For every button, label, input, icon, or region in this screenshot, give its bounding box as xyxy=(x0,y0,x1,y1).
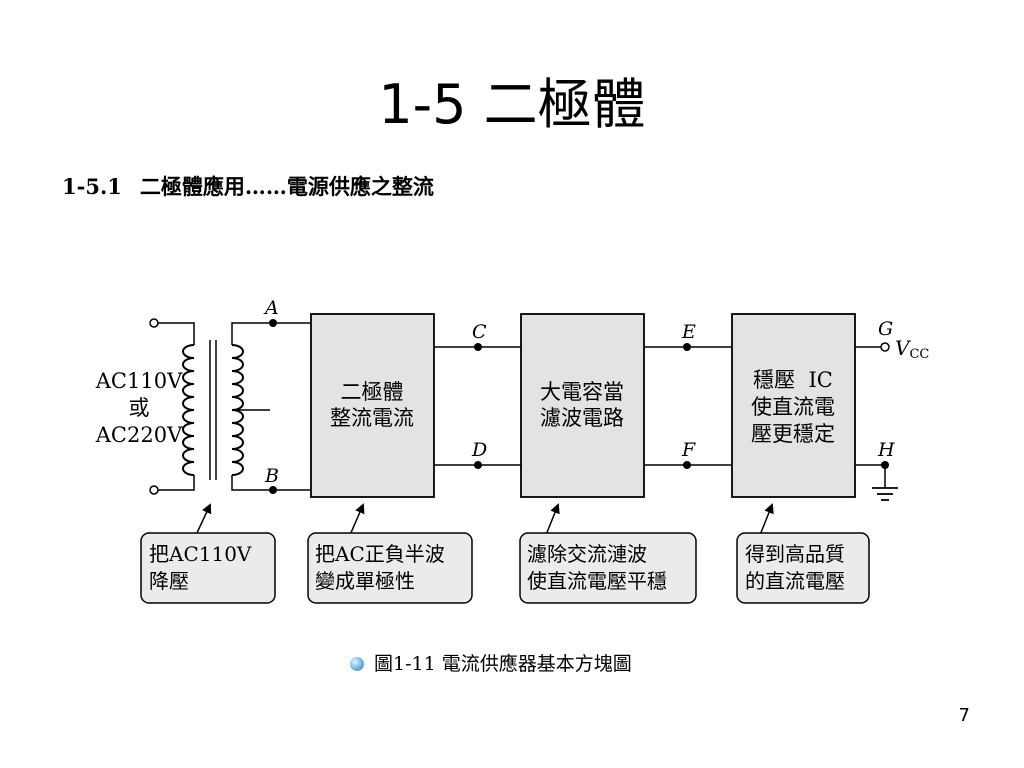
note-rectifier-line-2: 變成單極性 xyxy=(315,569,415,593)
primary-coil xyxy=(182,344,195,476)
node-e-label: E xyxy=(681,321,696,343)
input-voltage-label-2: 或 xyxy=(129,396,150,420)
note-rectifier-line-1: 把AC正負半波 xyxy=(315,542,445,566)
node-g-terminal xyxy=(880,342,890,352)
input-terminal-top xyxy=(149,318,159,328)
node-f-label: F xyxy=(681,439,696,461)
arrow-filter xyxy=(545,503,560,536)
bullet-icon xyxy=(350,657,364,671)
input-terminal-bottom xyxy=(149,485,159,495)
slide-title: 1-5 二極體 xyxy=(378,73,646,136)
vcc-label: VCC xyxy=(895,336,929,362)
primary-lead-top xyxy=(158,322,195,345)
node-e-dot xyxy=(683,343,691,351)
node-a-dot xyxy=(269,319,277,327)
node-b-dot xyxy=(269,486,277,494)
regulator-block-line-1: 穩壓 IC xyxy=(753,368,833,392)
note-transformer-line-2: 降壓 xyxy=(149,569,189,593)
figure-caption-text: 圖1-11 電流供應器基本方塊圖 xyxy=(374,653,632,675)
node-h-label: H xyxy=(877,439,895,461)
note-transformer-line-1: 把AC110V xyxy=(149,542,252,566)
figure-caption: 圖1-11 電流供應器基本方塊圖 xyxy=(350,650,632,678)
note-regulator-line-2: 的直流電壓 xyxy=(745,569,845,593)
filter-block xyxy=(520,313,645,498)
filter-block-line-1: 大電容當 xyxy=(540,380,624,404)
secondary-lead-bottom xyxy=(231,475,311,491)
filter-block-line-2: 濾波電路 xyxy=(540,406,624,430)
node-a-label: A xyxy=(263,297,279,319)
node-c-label: C xyxy=(472,321,487,343)
page-number: 7 xyxy=(958,705,970,726)
note-filter-line-1: 濾除交流漣波 xyxy=(527,542,647,566)
node-d-dot xyxy=(474,461,482,469)
note-filter-line-2: 使直流電壓平穩 xyxy=(527,569,667,593)
input-voltage-label-1: AC110V xyxy=(95,369,183,393)
regulator-block-line-3: 壓更穩定 xyxy=(751,422,835,446)
node-b-label: B xyxy=(264,465,279,487)
arrow-regulator xyxy=(759,503,774,536)
section-subtitle: 1-5.1 二極體應用……電源供應之整流 xyxy=(62,172,434,202)
secondary-lead-top xyxy=(231,322,311,345)
rectifier-block-line-2: 整流電流 xyxy=(330,406,414,430)
input-voltage-label-3: AC220V xyxy=(95,423,183,447)
node-d-label: D xyxy=(471,439,487,461)
primary-lead-bottom xyxy=(158,475,195,491)
secondary-coil xyxy=(231,344,244,476)
node-g-label: G xyxy=(878,318,893,340)
vcc-main: V xyxy=(895,336,912,360)
vcc-sub: CC xyxy=(909,347,929,362)
section-text: 二極體應用……電源供應之整流 xyxy=(139,174,434,199)
note-transformer xyxy=(140,532,276,604)
node-f-dot xyxy=(683,461,691,469)
rectifier-block xyxy=(310,313,435,498)
note-rectifier xyxy=(307,532,473,604)
regulator-block-line-2: 使直流電 xyxy=(751,395,835,419)
regulator-block xyxy=(731,313,856,498)
rectifier-block-line-1: 二極體 xyxy=(341,380,404,404)
arrow-rectifier xyxy=(349,503,365,536)
arrow-transformer xyxy=(195,503,212,536)
section-number: 1-5.1 xyxy=(62,174,122,199)
node-c-dot xyxy=(474,343,482,351)
note-regulator xyxy=(736,532,870,604)
ground-icon xyxy=(872,487,898,501)
note-filter xyxy=(519,532,697,604)
note-regulator-line-1: 得到高品質 xyxy=(745,542,845,566)
